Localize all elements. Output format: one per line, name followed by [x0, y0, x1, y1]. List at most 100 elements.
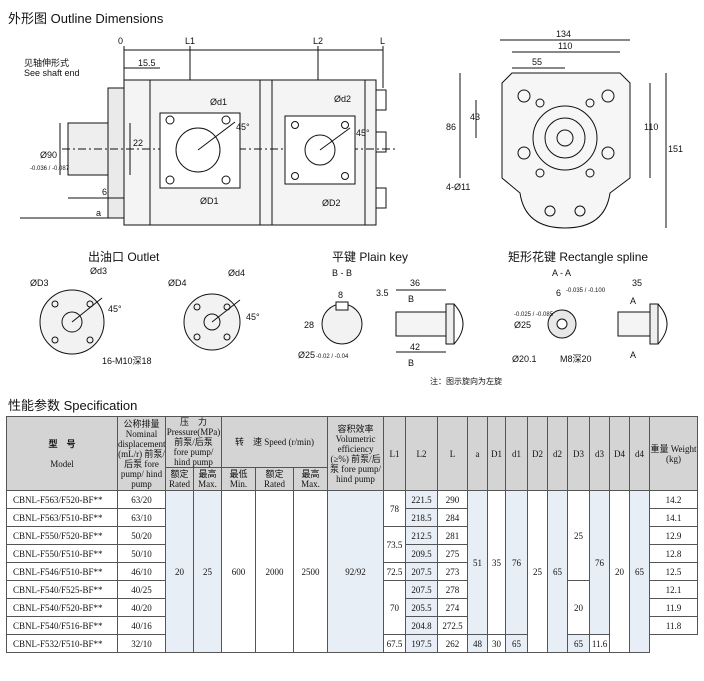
th-L2: L2 — [405, 416, 439, 491]
cell-L2: 212.5 — [405, 526, 439, 545]
cell-L: 278 — [437, 580, 469, 599]
cell-L: 290 — [437, 490, 469, 509]
cell-displacement: 50/10 — [117, 544, 166, 563]
cell-weight: 12.9 — [649, 526, 699, 545]
cell-d4: 65 — [629, 490, 651, 653]
th-d2: d2 — [547, 416, 569, 491]
th-efficiency: 容积效率 Volumetric efficiency (≥%) 前泵/后泵 fo… — [327, 416, 385, 491]
dim-55: 55 — [532, 57, 542, 67]
key-3-5: 3.5 — [376, 288, 389, 298]
rotation-note: 注：图示旋向为左旋 — [430, 377, 502, 386]
cell-L2: 209.5 — [405, 544, 439, 563]
cell-displacement: 32/10 — [117, 634, 166, 653]
cell-model: CBNL-F532/F510-BF** — [6, 634, 118, 653]
cell-max-pressure: 25 — [192, 490, 223, 653]
cell-d3: 65 — [567, 634, 591, 653]
table-row: CBNL-F550/F510-BF** 50/10 209.5 275 12.8 — [6, 544, 699, 563]
cell-model: CBNL-F540/F520-BF** — [6, 598, 118, 617]
note-en: See shaft end — [24, 68, 80, 78]
outline-heading: 外形图 Outline Dimensions — [8, 11, 164, 26]
cell-L: 281 — [437, 526, 469, 545]
th-D4: D4 — [609, 416, 631, 491]
outlet-D3: ØD3 — [30, 278, 49, 288]
th-displacement: 公称排量 Nominal displacement (mL/r) 前泵/后泵 f… — [117, 416, 166, 491]
cell-max-speed: 2500 — [293, 490, 329, 653]
dim-d1: Ød1 — [210, 97, 227, 107]
th-a: a — [467, 416, 489, 491]
th-d3: d3 — [589, 416, 611, 491]
cell-d3: 76 — [589, 490, 611, 635]
cell-model: CBNL-F540/F516-BF** — [6, 616, 118, 635]
spline-tol6: -0.035 / -0.100 — [566, 288, 606, 294]
spline-tol25: -0.025 / -0.085 — [514, 312, 554, 318]
cell-displacement: 50/20 — [117, 526, 166, 545]
dim-zero: 0 — [118, 36, 123, 46]
cell-displacement: 63/20 — [117, 490, 166, 509]
cell-weight: 14.1 — [649, 508, 699, 527]
cell-D2: 25 — [527, 490, 549, 653]
spline-25: Ø25 — [514, 320, 531, 330]
table-row: CBNL-F550/F520-BF** 50/20 73.5 212.5 281… — [6, 526, 699, 563]
cell-model: CBNL-F550/F510-BF** — [6, 544, 118, 563]
cell-L2: 218.5 — [405, 508, 439, 527]
key-42: 42 — [410, 342, 420, 352]
spline-6: 6 — [556, 288, 561, 298]
dim-110w: 110 — [558, 41, 572, 51]
dim-86: 86 — [446, 122, 456, 132]
cell-min-speed: 600 — [221, 490, 257, 653]
cell-displacement: 46/10 — [117, 562, 166, 581]
key-b2: B — [408, 358, 414, 368]
cell-d1: 65 — [505, 634, 529, 653]
key-28: 28 — [304, 320, 314, 330]
table-row: CBNL-F540/F520-BF** 40/20 205.5 274 11.9 — [6, 598, 699, 617]
note-cn: 见轴伸形式 — [24, 57, 69, 68]
th-D2: D2 — [527, 416, 549, 491]
th-L1: L1 — [383, 416, 407, 491]
cell-L2: 205.5 — [405, 598, 439, 617]
key-25: Ø25 — [298, 350, 315, 360]
dim-22: 22 — [133, 138, 143, 148]
cell-L1: 67.5 — [383, 634, 407, 653]
outline-front-view: 0 L1 L2 L 见轴伸形式 See shaft end 15.5 22 6 … — [20, 36, 395, 226]
th-pressure: 压 力 Pressure(MPa) 前泵/后泵 fore pump/ hind … — [164, 416, 223, 468]
th-rated-pressure: 额定 Rated — [165, 467, 194, 491]
cell-L2: 204.8 — [405, 616, 439, 635]
dim-45b: 45° — [356, 128, 370, 138]
key-section: B - B — [332, 268, 352, 278]
cell-displacement: 63/10 — [117, 508, 166, 527]
cell-L: 275 — [437, 544, 469, 563]
dim-holes: 4-Ø11 — [446, 182, 470, 192]
cell-D4: 20 — [609, 490, 631, 653]
cell-L: 262 — [437, 634, 469, 653]
table-row: CBNL-F563/F520-BF** 63/20 20 25 600 2000… — [6, 490, 699, 653]
cell-L1: 70 — [383, 580, 407, 635]
spline-thread: M8深20 — [560, 354, 592, 364]
cell-L1: 78 — [383, 490, 407, 527]
cell-a: 48 — [467, 634, 489, 653]
cell-L2: 197.5 — [405, 634, 439, 653]
table-row: CBNL-F532/F510-BF** 32/10 67.5 197.5 262… — [6, 634, 698, 653]
cell-model: CBNL-F563/F510-BF** — [6, 508, 118, 527]
cell-efficiency: 92/92 — [327, 490, 385, 653]
cell-L2: 207.5 — [405, 562, 439, 581]
cell-L1: 72.5 — [383, 562, 407, 581]
dim-43: 43 — [470, 112, 480, 122]
dim-151: 151 — [668, 144, 683, 154]
key-36: 36 — [410, 278, 420, 288]
table-row: CBNL-F540/F516-BF** 40/16 204.8 272.5 11… — [6, 616, 699, 635]
cell-displacement: 40/25 — [117, 580, 166, 599]
cell-D3: 20 — [567, 580, 591, 635]
cell-displacement: 40/16 — [117, 616, 166, 635]
th-L: L — [437, 416, 469, 491]
cell-rated-speed: 2000 — [255, 490, 295, 653]
th-weight: 重量 Weight (kg) — [649, 416, 699, 491]
cell-d1: 76 — [505, 490, 529, 635]
outline-side-view: 134 110 55 43 86 110 151 4-Ø11 — [446, 29, 683, 229]
dim-D1: ØD1 — [200, 196, 219, 206]
cell-weight: 11.9 — [649, 598, 699, 617]
dim-tol90: -0.036 / -0.087 — [30, 166, 70, 172]
cell-model: CBNL-F540/F525-BF** — [6, 580, 118, 599]
th-D1: D1 — [487, 416, 507, 491]
cell-a: 51 — [467, 490, 489, 635]
